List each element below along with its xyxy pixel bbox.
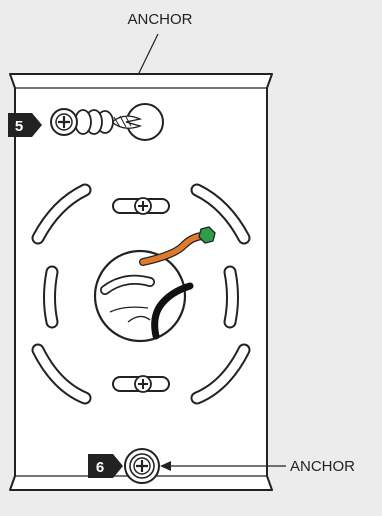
anchor-label-top: ANCHOR bbox=[127, 11, 192, 28]
curved-slots bbox=[31, 183, 251, 405]
green-wire-nut bbox=[198, 226, 216, 244]
anchor-arrowhead-bottom bbox=[160, 461, 171, 471]
black-wire bbox=[151, 282, 194, 340]
keyhole-slot-top bbox=[112, 197, 170, 215]
bottom-screw bbox=[124, 448, 160, 484]
step-6-number: 6 bbox=[96, 459, 104, 476]
step-6-badge: 6 bbox=[88, 454, 123, 478]
step-5-badge: 5 bbox=[8, 113, 42, 137]
center-wire-opening bbox=[93, 249, 187, 343]
top-screw-anchor bbox=[50, 103, 164, 141]
anchor-hole-top bbox=[126, 103, 164, 141]
keyhole-slot-bottom bbox=[112, 375, 170, 393]
step-5-number: 5 bbox=[15, 118, 23, 135]
orange-wire bbox=[140, 233, 205, 265]
anchor-label-bottom: ANCHOR bbox=[290, 458, 355, 475]
